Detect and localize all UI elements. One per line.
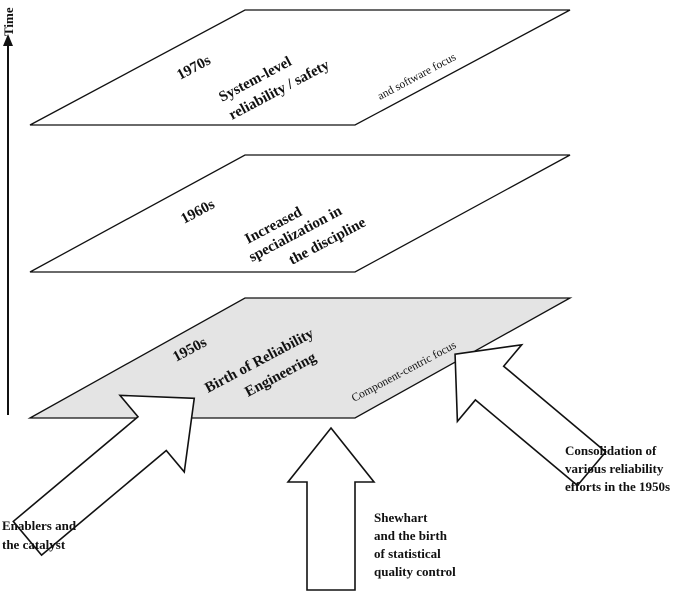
input-label-shewhart-line-3: of statistical <box>374 546 441 561</box>
plane-1970s: 1970s System-level reliability / safety … <box>29 9 571 126</box>
input-label-shewhart-line-2: and the birth <box>374 528 448 543</box>
plane-1950s-shape <box>27 297 573 419</box>
plane-1970s-shape <box>29 9 571 126</box>
input-arrow-shewhart-shape <box>286 426 376 591</box>
plane-1960s-shape <box>29 154 571 273</box>
input-label-shewhart-line-4: quality control <box>374 564 456 579</box>
plane-1960s: 1960s Increased specialization in the di… <box>29 154 571 273</box>
input-label-enablers-line-1: Enablers and <box>2 518 77 533</box>
input-arrow-enablers-shape <box>0 360 226 577</box>
input-arrow-shewhart: Shewhart and the birth of statistical qu… <box>286 426 456 591</box>
input-label-shewhart-line-1: Shewhart <box>374 510 428 525</box>
input-label-consolidation-line-2: various reliability <box>565 461 664 476</box>
input-arrow-consolidation-shape <box>423 316 624 507</box>
input-label-consolidation-line-1: Consolidation of <box>565 443 657 458</box>
input-label-consolidation-line-3: efforts in the 1950s <box>565 479 670 494</box>
time-axis-label: Time <box>1 7 16 36</box>
time-axis-arrowhead <box>3 34 13 46</box>
input-arrow-consolidation: Consolidation of various reliability eff… <box>423 316 670 507</box>
input-arrow-enablers: Enablers and the catalyst <box>0 360 226 577</box>
input-label-enablers-line-2: the catalyst <box>2 537 66 552</box>
